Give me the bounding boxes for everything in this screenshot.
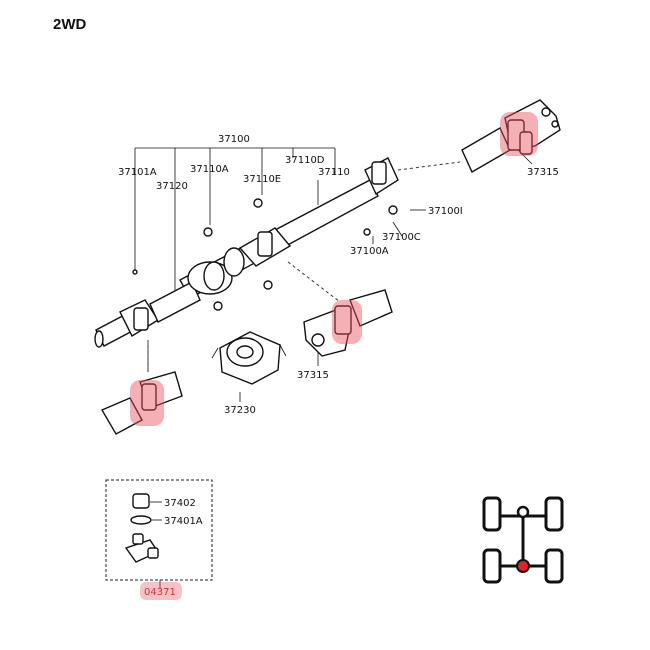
label-37120: 37120 <box>156 181 188 192</box>
ujoint-repair-kit <box>105 479 213 600</box>
rear-differential-active <box>516 559 530 573</box>
2wd-rear-drive-icon <box>482 496 564 584</box>
label-37100C: 37100C <box>382 232 421 243</box>
front-differential <box>516 505 530 519</box>
label-37315-mid: 37315 <box>297 370 329 381</box>
label-37110A: 37110A <box>190 164 229 175</box>
label-37110: 37110 <box>318 167 350 178</box>
front-yoke-assembly <box>100 371 183 435</box>
propeller-shaft <box>94 157 399 348</box>
label-37110D: 37110D <box>285 155 325 166</box>
highlight-rear-ujoint <box>500 112 538 156</box>
connection-dashes <box>147 161 461 372</box>
highlight-front-ujoint <box>130 380 164 426</box>
front-left-wheel <box>482 496 502 532</box>
label-37100I: 37100I <box>428 206 463 217</box>
label-37110E: 37110E <box>243 174 281 185</box>
label-37100A: 37100A <box>350 246 389 257</box>
label-37402: 37402 <box>164 498 196 509</box>
label-37401A: 37401A <box>164 516 203 527</box>
rear-right-wheel <box>544 548 564 584</box>
rear-left-wheel <box>482 548 502 584</box>
highlight-kit-label <box>140 582 182 600</box>
part-labels: 37100 37101A 37110A 37120 37110D 37110E … <box>118 134 559 598</box>
label-37315-top: 37315 <box>527 167 559 178</box>
highlight-center-ujoint <box>332 300 362 344</box>
label-04371: 04371 <box>144 587 176 598</box>
label-37230: 37230 <box>224 405 256 416</box>
front-right-wheel <box>544 496 564 532</box>
diagram-title: 2WD <box>53 16 87 33</box>
center-bearing <box>211 331 287 385</box>
label-37101A: 37101A <box>118 167 157 178</box>
label-37100: 37100 <box>218 134 250 145</box>
center-yoke-assembly <box>303 289 393 357</box>
rear-yoke-assembly <box>461 99 561 173</box>
